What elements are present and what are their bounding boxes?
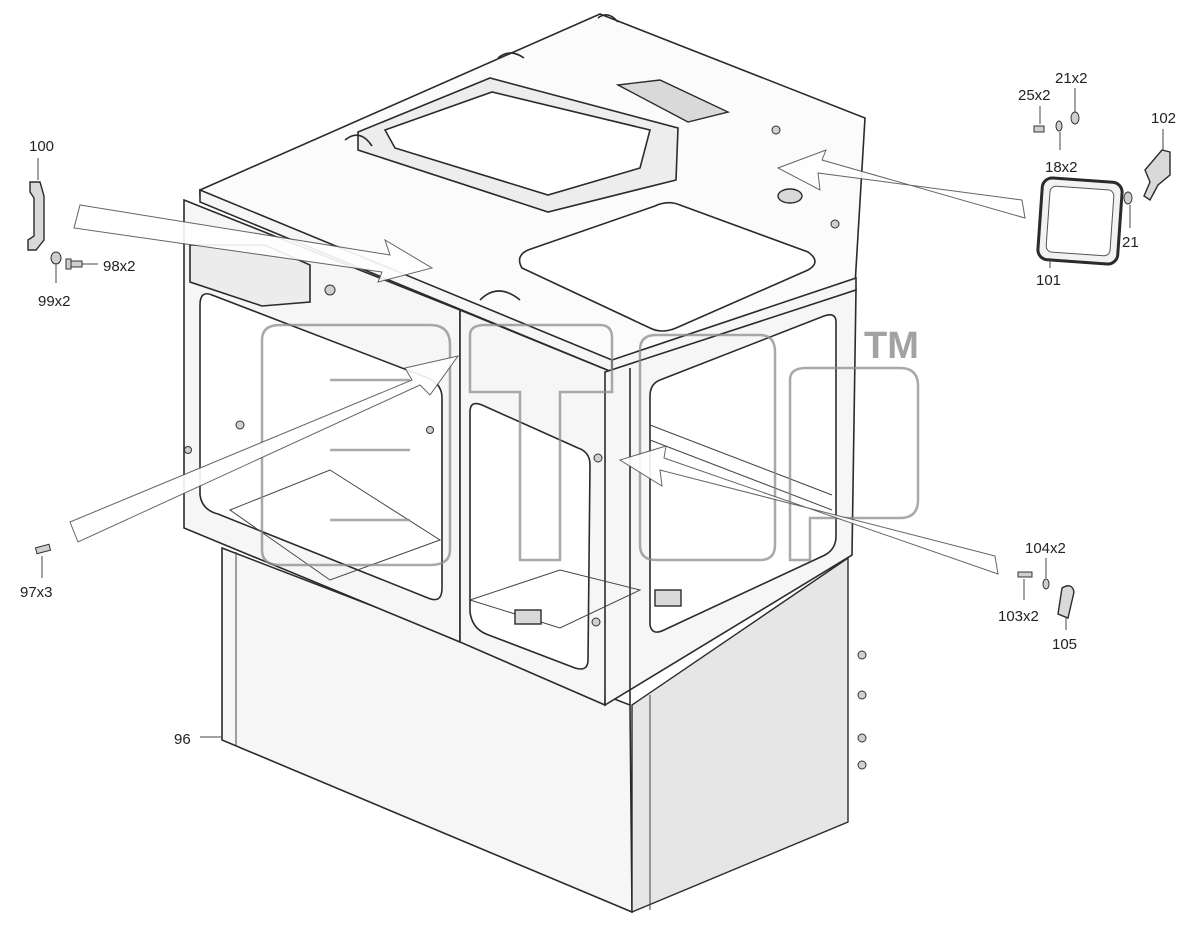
label-18x2: 18x2 xyxy=(1045,159,1078,176)
label-105: 105 xyxy=(1052,636,1077,653)
arrow-top-right xyxy=(776,149,1026,219)
label-98x2: 98x2 xyxy=(103,258,136,275)
label-100: 100 xyxy=(29,138,54,155)
watermark-logo: TM xyxy=(260,323,920,567)
arrow-lower-right xyxy=(618,445,999,575)
label-97x3: 97x3 xyxy=(20,584,53,601)
label-21: 21 xyxy=(1122,234,1139,251)
part-100-bracket xyxy=(27,181,45,251)
arrow-top-left xyxy=(73,204,434,283)
part-102-bracket xyxy=(1143,149,1171,202)
part-105-latch xyxy=(1057,585,1075,619)
label-102: 102 xyxy=(1151,110,1176,127)
part-103-screw xyxy=(1017,571,1033,578)
part-25-screw xyxy=(1033,125,1045,133)
part-101-mirror xyxy=(1036,176,1124,266)
cab-body xyxy=(183,13,867,914)
arrow-middle-left xyxy=(69,355,460,543)
watermark-tm: TM xyxy=(864,325,919,367)
part-97-bolt xyxy=(34,543,52,555)
label-21x2: 21x2 xyxy=(1055,70,1088,87)
part-21-washers xyxy=(1055,111,1133,205)
label-99x2: 99x2 xyxy=(38,293,71,310)
leader-lines xyxy=(37,88,1164,738)
assembly-arrows xyxy=(69,149,1026,575)
callout-labels: 100 98x2 99x2 97x3 96 25x2 21x2 18x2 102… xyxy=(20,70,1176,748)
label-104x2: 104x2 xyxy=(1025,540,1066,557)
part-99-nut xyxy=(50,251,62,265)
label-101: 101 xyxy=(1036,272,1061,289)
label-96: 96 xyxy=(174,731,191,748)
label-25x2: 25x2 xyxy=(1018,87,1051,104)
part-98-screw xyxy=(65,258,83,270)
part-104-nut xyxy=(1042,578,1050,590)
label-103x2: 103x2 xyxy=(998,608,1039,625)
